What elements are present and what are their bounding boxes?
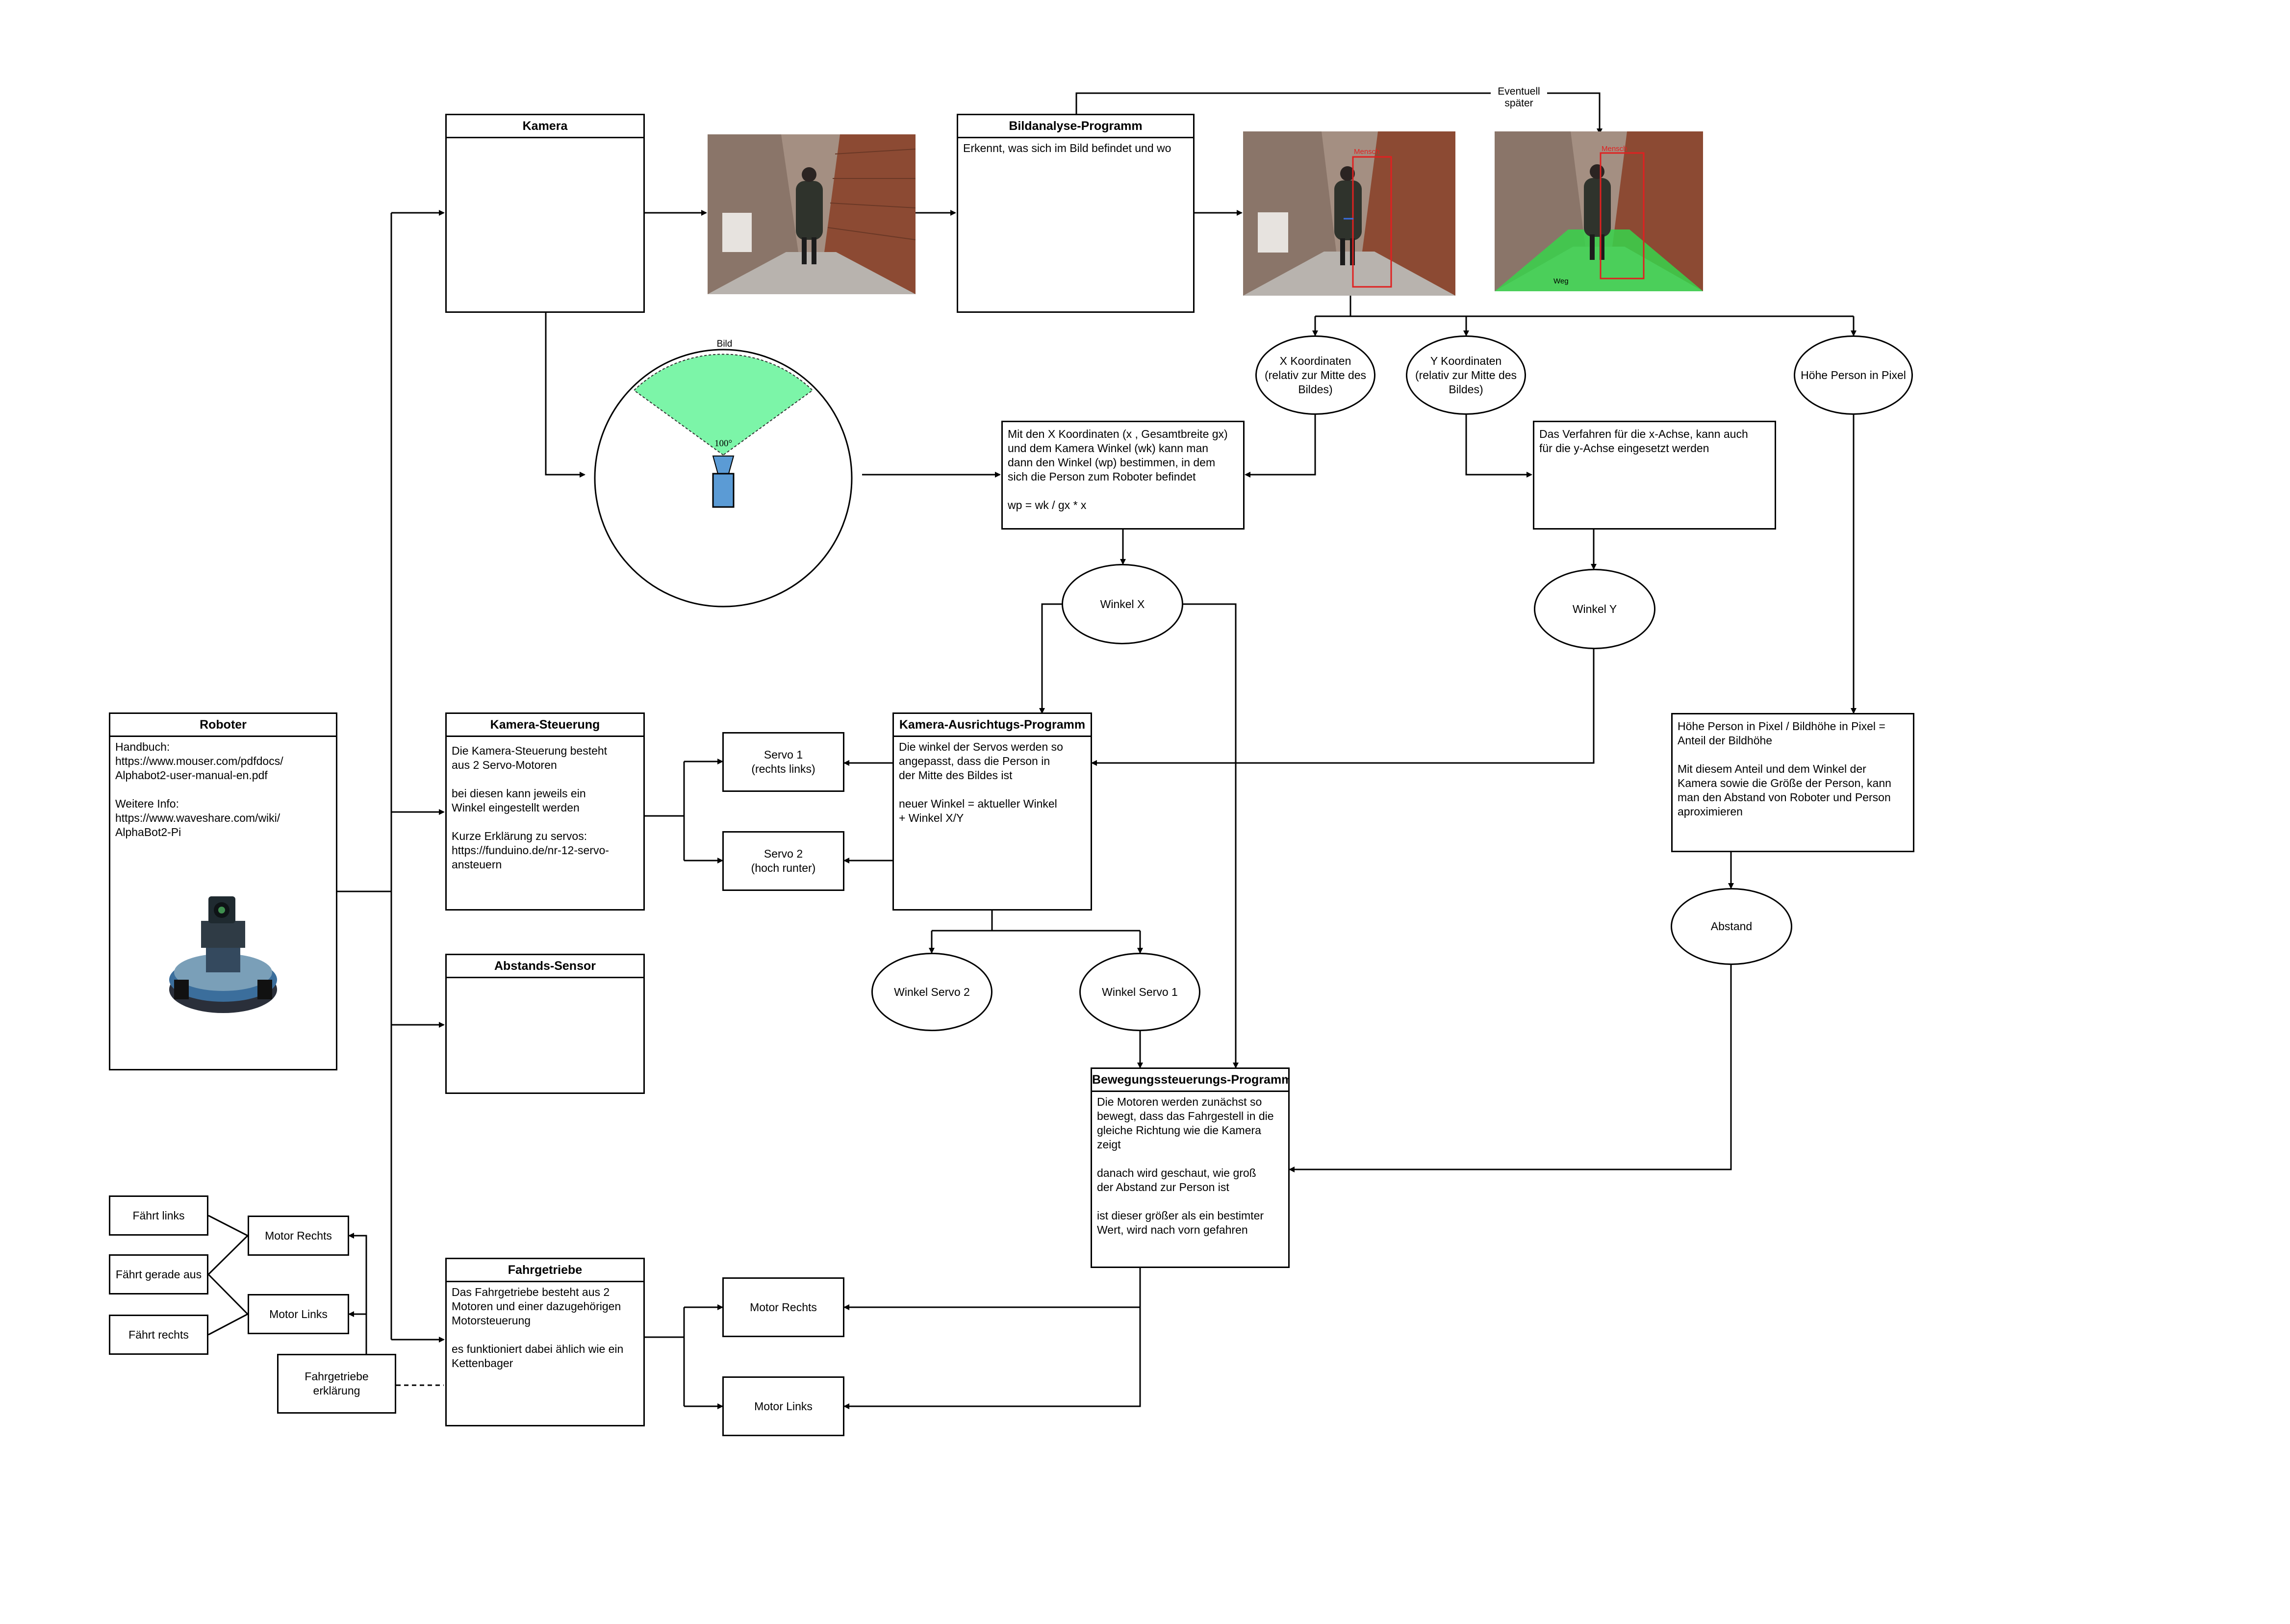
drive-box: Fahrgetriebe Das Fahrgetriebe besteht au… (445, 1258, 645, 1426)
robot-image (169, 896, 277, 1013)
person-height-node: Höhe Person in Pixel (1794, 335, 1913, 415)
motor-left-box: Motor Links (722, 1376, 844, 1436)
drive-text: Das Fahrgetriebe besteht aus 2 Motoren u… (452, 1286, 624, 1370)
robot-text: Handbuch: https://www.mouser.com/pdfdocs… (115, 740, 283, 838)
motion-control-text: Die Motoren werden zunächst so bewegt, d… (1097, 1095, 1274, 1236)
servo-2-box: Servo 2 (hoch runter) (722, 831, 844, 891)
fov-title: Bild (716, 339, 733, 349)
camera-control-box: Kamera-Steuerung Die Kamera-Steuerung be… (445, 712, 645, 911)
servo-1-box: Servo 1 (rechts links) (722, 732, 844, 792)
path-label: Weg (1553, 277, 1569, 285)
y-coordinates-node: Y Koordinaten (relativ zur Mitte des Bil… (1406, 335, 1526, 415)
legend-drive-straight: Fährt gerade aus (109, 1254, 208, 1294)
distance-node: Abstand (1671, 888, 1792, 965)
servo-1-angle-node: Winkel Servo 1 (1079, 953, 1200, 1031)
image-analysis-box: Bildanalyse-Programm Erkennt, was sich i… (957, 114, 1195, 313)
distance-calc-text: Höhe Person in Pixel / Bildhöhe in Pixel… (1678, 720, 1891, 818)
angle-y-node: Winkel Y (1534, 569, 1655, 649)
motor-right-box: Motor Rechts (722, 1277, 844, 1337)
robot-box: Roboter Handbuch: https://www.mouser.com… (109, 712, 337, 1070)
angle-x-node: Winkel X (1062, 564, 1183, 644)
camera-control-title: Kamera-Steuerung (447, 714, 643, 737)
legend-motor-left: Motor Links (248, 1294, 349, 1334)
camera-title: Kamera (447, 115, 643, 138)
eventuell-label: Eventuell später (1491, 86, 1547, 109)
drive-title: Fahrgetriebe (447, 1259, 643, 1282)
distance-sensor-box: Abstands-Sensor (445, 954, 645, 1094)
legend-drive-right: Fährt rechts (109, 1315, 208, 1355)
motion-control-box: Bewegungssteuerungs-Programm Die Motoren… (1091, 1067, 1290, 1268)
path-image: Mensch Weg (1495, 131, 1703, 291)
legend-motor-right: Motor Rechts (248, 1216, 349, 1256)
camera-image (708, 134, 916, 294)
legend-drive-left: Fährt links (109, 1195, 208, 1236)
camera-alignment-text: Die winkel der Servos werden so angepass… (899, 740, 1063, 824)
motion-control-title: Bewegungssteuerungs-Programm (1092, 1069, 1288, 1092)
image-analysis-text: Erkennt, was sich im Bild befindet und w… (963, 142, 1171, 154)
x-angle-calc-text: Mit den X Koordinaten (x , Gesamtbreite … (1008, 428, 1228, 511)
distance-sensor-title: Abstands-Sensor (447, 955, 643, 978)
servo-2-angle-node: Winkel Servo 2 (871, 953, 992, 1031)
detection-label: Mensch (1354, 148, 1380, 156)
camera-control-text: Die Kamera-Steuerung besteht aus 2 Servo… (452, 744, 609, 871)
x-coordinates-node: X Koordinaten (relativ zur Mitte des Bil… (1255, 335, 1375, 415)
robot-title: Roboter (110, 714, 336, 737)
distance-calc-box: Höhe Person in Pixel / Bildhöhe in Pixel… (1671, 713, 1914, 852)
y-angle-calc-box: Das Verfahren für die x-Achse, kann auch… (1533, 421, 1776, 530)
field-of-view-diagram (594, 349, 853, 608)
camera-alignment-box: Kamera-Ausrichtugs-Programm Die winkel d… (892, 712, 1092, 911)
x-angle-calc-box: Mit den X Koordinaten (x , Gesamtbreite … (1001, 421, 1245, 530)
fov-angle-label: 100° (714, 438, 733, 449)
legend-drive-explanation: Fahrgetriebe erklärung (277, 1354, 396, 1414)
detection-image: Mensch (1243, 131, 1455, 296)
path-person-label: Mensch (1602, 145, 1628, 153)
camera-box: Kamera (445, 114, 645, 313)
y-angle-calc-text: Das Verfahren für die x-Achse, kann auch… (1539, 428, 1748, 455)
image-analysis-title: Bildanalyse-Programm (958, 115, 1193, 138)
camera-alignment-title: Kamera-Ausrichtugs-Programm (894, 714, 1091, 737)
